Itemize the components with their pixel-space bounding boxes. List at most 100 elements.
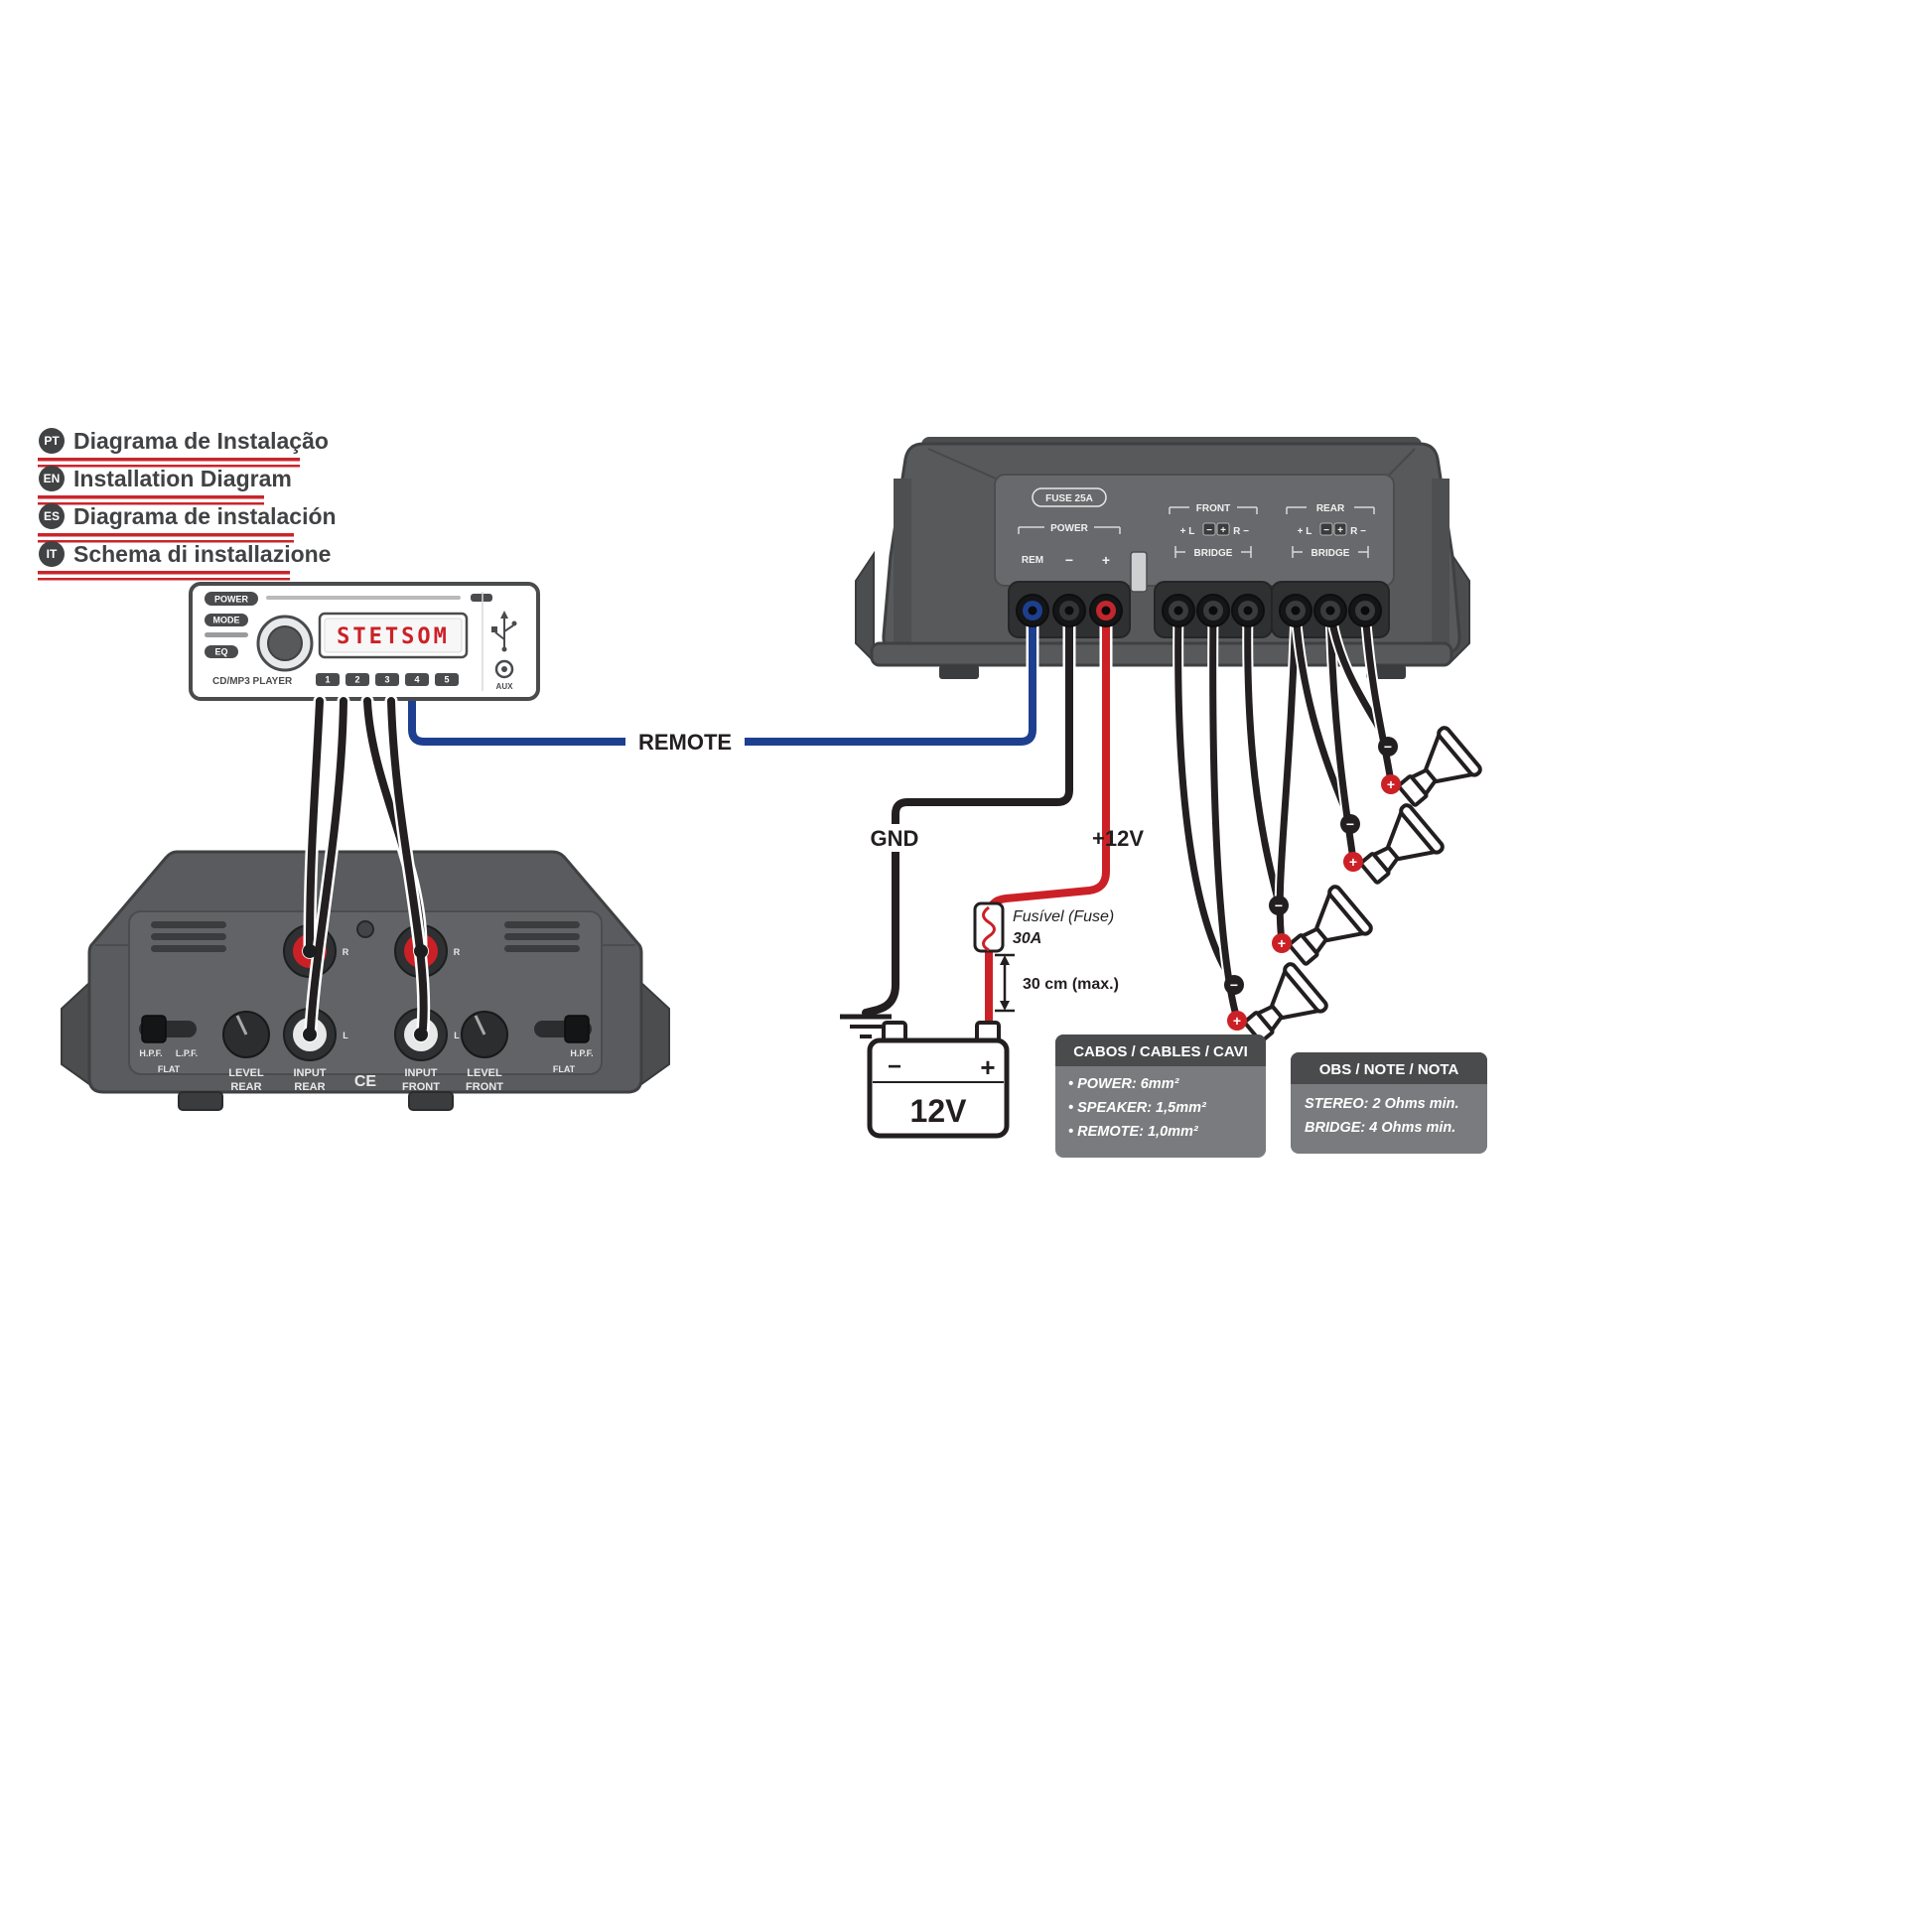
front-left-terminal bbox=[1162, 594, 1195, 627]
front-hpf-label: H.P.F. bbox=[570, 1048, 593, 1058]
preset-button-2 bbox=[345, 673, 369, 686]
label-mask bbox=[625, 725, 745, 757]
fuse-label-box bbox=[1032, 487, 1107, 507]
rca-cable bbox=[307, 697, 347, 1033]
notes-box-title: OBS / NOTE / NOTA bbox=[1319, 1061, 1459, 1078]
front-right-terminal bbox=[1231, 594, 1265, 627]
amp-right-bracket bbox=[640, 980, 670, 1086]
speaker-minus-dot bbox=[1269, 896, 1289, 915]
rear-lpf-label: L.P.F. bbox=[176, 1048, 198, 1058]
speaker-plus-sign: + bbox=[1233, 1013, 1241, 1029]
lang-badge-en: EN bbox=[44, 472, 61, 485]
lang-badge-pt: PT bbox=[44, 434, 60, 448]
speaker-minus-sign: − bbox=[1275, 897, 1283, 913]
rear-bridge-terminal bbox=[1313, 594, 1347, 627]
lang-badge-pt-icon bbox=[39, 428, 65, 454]
rca-plug bbox=[414, 944, 428, 958]
speaker-lip bbox=[1437, 726, 1482, 777]
rca-plug bbox=[414, 1028, 428, 1041]
front-section-label: FRONT bbox=[1196, 503, 1230, 514]
gnd-wire-label: GND bbox=[871, 826, 919, 851]
display-text: STETSOM bbox=[337, 624, 450, 649]
plus-terminal-label: + bbox=[1102, 552, 1110, 568]
vent-slots-left bbox=[151, 921, 226, 952]
eject-button bbox=[471, 594, 492, 602]
rear-flat-label: FLAT bbox=[158, 1064, 181, 1074]
amp-left-bracket bbox=[855, 550, 875, 664]
cables-box-title: CABOS / CABLES / CAVI bbox=[1073, 1043, 1248, 1060]
rear-hpf-label: H.P.F. bbox=[139, 1048, 162, 1058]
speaker-wire bbox=[1244, 607, 1283, 907]
speaker-1 bbox=[1397, 726, 1482, 807]
info-box-header bbox=[1055, 1052, 1266, 1066]
power-button bbox=[205, 592, 258, 606]
fuse-rating-label: FUSE 25A bbox=[1045, 493, 1093, 504]
notes-box-line-1: STEREO: 2 Ohms min. bbox=[1305, 1096, 1459, 1112]
speaker-4 bbox=[1243, 962, 1328, 1043]
front-left-channel-label: + L bbox=[1180, 526, 1195, 537]
speaker-minus-dot bbox=[1378, 737, 1398, 757]
wire-labels: REMOTE GND +12V bbox=[625, 725, 1144, 852]
plus-terminal bbox=[1089, 594, 1123, 627]
lang-label-it: Schema di installazione bbox=[73, 541, 331, 567]
head-unit: POWER MODE EQ STETSOM CD/MP3 PLAYER 1 2 … bbox=[189, 582, 540, 701]
wire-casing bbox=[982, 604, 1113, 1037]
speaker-plus-dot bbox=[1343, 852, 1363, 872]
bridge-minus-badge bbox=[1202, 522, 1216, 536]
bridge-plus-badge bbox=[1333, 522, 1347, 536]
notes-info-box: OBS / NOTE / NOTA STEREO: 2 Ohms min. BR… bbox=[1291, 1052, 1487, 1154]
amp-side-fin bbox=[894, 479, 911, 645]
battery-plus-sign: + bbox=[980, 1052, 995, 1082]
front-bridge-terminal bbox=[1196, 594, 1230, 627]
speaker-plus-dot bbox=[1227, 1011, 1247, 1031]
rca-l-label: L bbox=[343, 1031, 348, 1040]
preset-button-3 bbox=[375, 673, 399, 686]
ce-mark: CE bbox=[354, 1073, 377, 1090]
ground-symbol bbox=[840, 1014, 892, 1038]
bridge-plus-sign: + bbox=[1337, 525, 1343, 536]
rear-left-terminal bbox=[1279, 594, 1312, 627]
front-bridge-label: BRIDGE bbox=[1194, 548, 1233, 559]
input-rear-label-1: INPUT bbox=[294, 1067, 327, 1079]
amp-left-bracket bbox=[61, 980, 90, 1086]
speaker-wire bbox=[1326, 607, 1357, 864]
rca-cable bbox=[306, 697, 324, 949]
input-rear-label-2: REAR bbox=[294, 1081, 325, 1093]
underline bbox=[38, 502, 264, 505]
rca-cable bbox=[387, 697, 428, 1033]
power-section-label: POWER bbox=[1050, 523, 1089, 534]
speaker-2 bbox=[1359, 803, 1445, 885]
rca-plug bbox=[303, 1028, 317, 1041]
preset-3-label: 3 bbox=[384, 675, 389, 685]
volume-knob-center bbox=[267, 625, 303, 661]
speaker-wire bbox=[1361, 607, 1395, 786]
bridge-minus-badge bbox=[1319, 522, 1333, 536]
mode-button bbox=[205, 614, 248, 626]
lang-badge-it: IT bbox=[47, 547, 58, 561]
bridge-plus-badge bbox=[1216, 522, 1230, 536]
speaker-plus-sign: + bbox=[1278, 935, 1286, 951]
front-flat-label: FLAT bbox=[553, 1064, 576, 1074]
power-button-label: POWER bbox=[214, 595, 249, 605]
underline bbox=[38, 578, 290, 581]
front-crossover-switch-knob bbox=[564, 1015, 590, 1043]
cables-box-line-1: • POWER: 6mm² bbox=[1068, 1076, 1180, 1092]
preset-1-label: 1 bbox=[325, 675, 330, 685]
amp-side-fin bbox=[1432, 479, 1449, 645]
notes-box-line-2: BRIDGE: 4 Ohms min. bbox=[1305, 1120, 1455, 1136]
preset-5-label: 5 bbox=[444, 675, 449, 685]
fuse-rating-text: 30A bbox=[1013, 930, 1041, 947]
level-front-label-2: FRONT bbox=[466, 1081, 503, 1093]
lang-label-en: Installation Diagram bbox=[73, 466, 292, 491]
rca-signal-cables bbox=[303, 694, 431, 1041]
speaker-wire bbox=[1276, 607, 1300, 945]
level-rear-label-2: REAR bbox=[230, 1081, 261, 1093]
remote-wire-label: REMOTE bbox=[638, 730, 732, 755]
distance-label: 30 cm (max.) bbox=[1023, 976, 1119, 993]
eq-button bbox=[205, 645, 238, 658]
amplifier-front-view: H.P.F. L.P.F. FLAT LEVEL REAR R R L L IN… bbox=[61, 850, 670, 1111]
bridge-minus-sign: − bbox=[1206, 525, 1212, 536]
fuse-name-label: Fusível (Fuse) bbox=[1013, 908, 1114, 925]
lang-badge-en-icon bbox=[39, 466, 65, 491]
cables-box-line-3: • REMOTE: 1,0mm² bbox=[1068, 1124, 1199, 1140]
